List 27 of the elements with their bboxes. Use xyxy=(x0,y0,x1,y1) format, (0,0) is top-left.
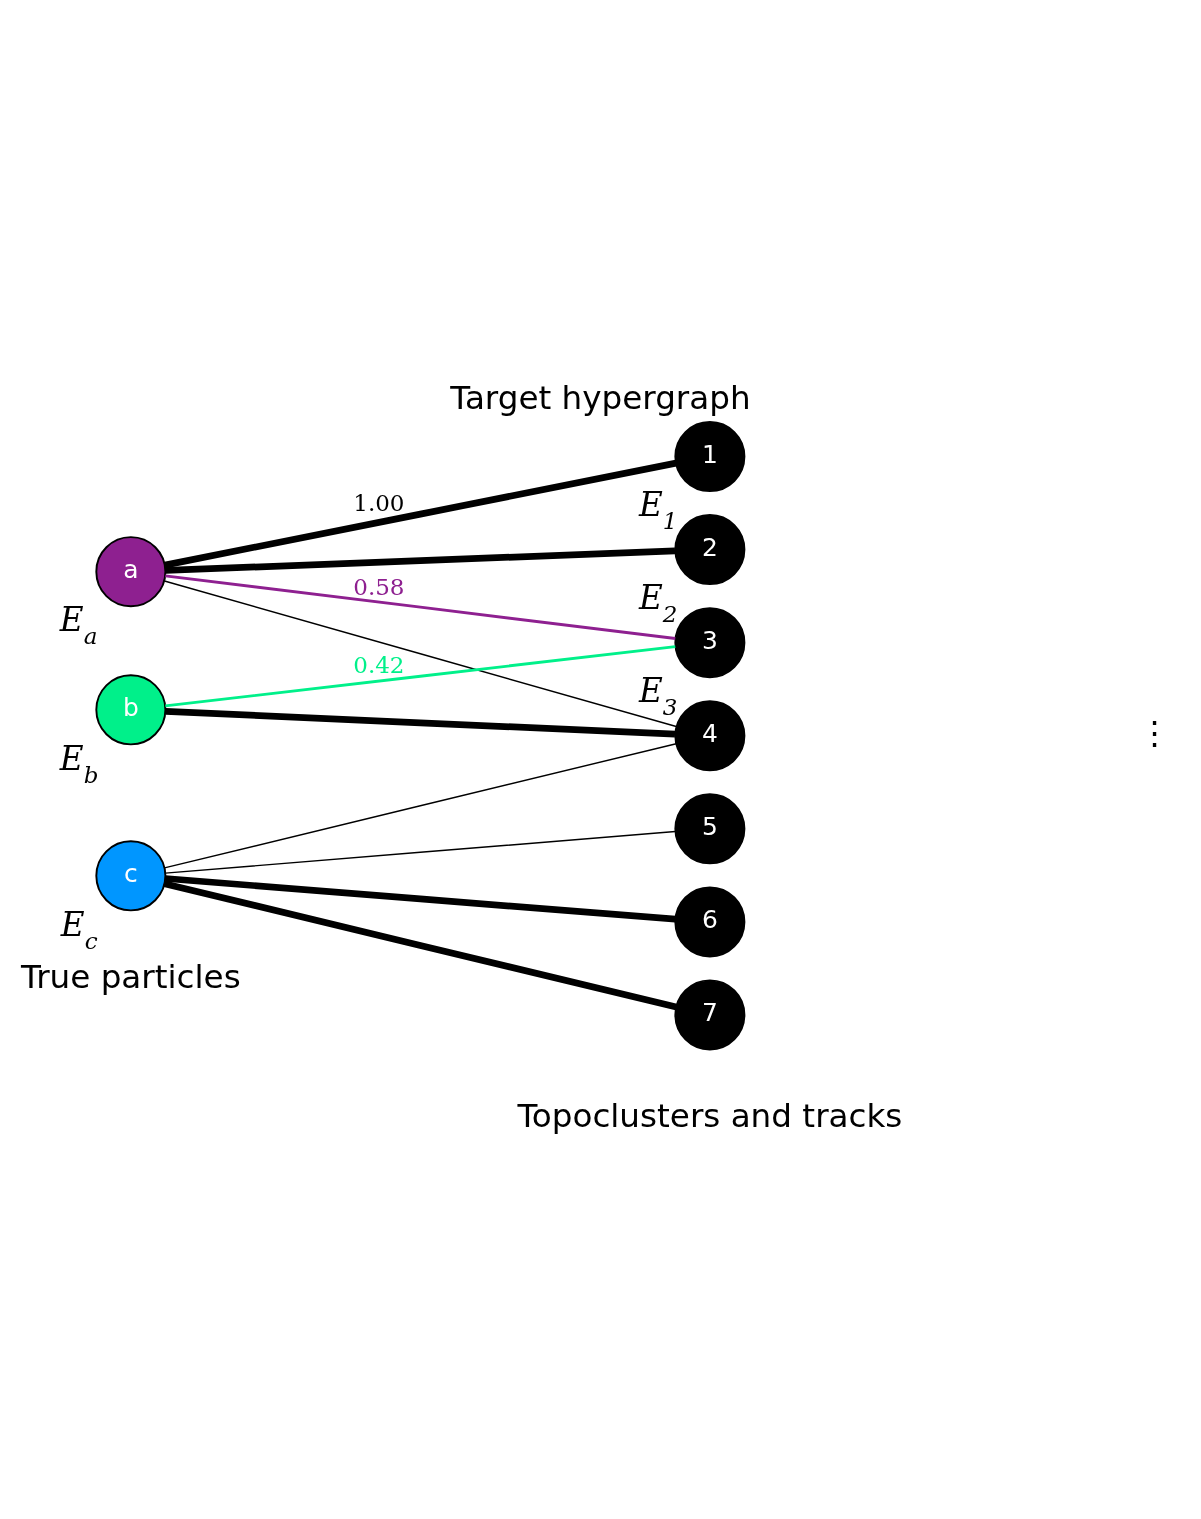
connector xyxy=(163,742,677,869)
node-circle: 6 xyxy=(674,886,746,958)
label: ⋮ xyxy=(1138,714,1171,753)
label: True particles xyxy=(21,957,241,996)
connector xyxy=(163,580,677,728)
edge-label: 0.58 xyxy=(353,573,405,600)
node-circle: 5 xyxy=(674,793,746,865)
node-circle: a xyxy=(95,536,167,608)
node-label: E$_{c}$ xyxy=(60,905,98,954)
connector xyxy=(165,708,676,738)
node-circle: c xyxy=(95,840,167,912)
connector xyxy=(164,459,677,569)
connector xyxy=(165,875,676,923)
connector xyxy=(165,547,676,574)
connector xyxy=(165,574,676,640)
node-label: E$_{a}$ xyxy=(59,601,98,650)
edge-label: 0.42 xyxy=(353,651,405,678)
node-circle: 2 xyxy=(674,514,746,586)
connector xyxy=(164,830,676,874)
edge-label: 1.00 xyxy=(353,490,405,517)
label: Topoclusters and tracks xyxy=(517,1096,903,1135)
diagram-title: Target hypergraph xyxy=(450,378,751,417)
node-circle: 1 xyxy=(674,421,746,493)
node-circle: 7 xyxy=(674,979,746,1051)
connector xyxy=(163,880,678,1011)
node-circle: b xyxy=(95,674,167,746)
connector xyxy=(165,645,676,708)
